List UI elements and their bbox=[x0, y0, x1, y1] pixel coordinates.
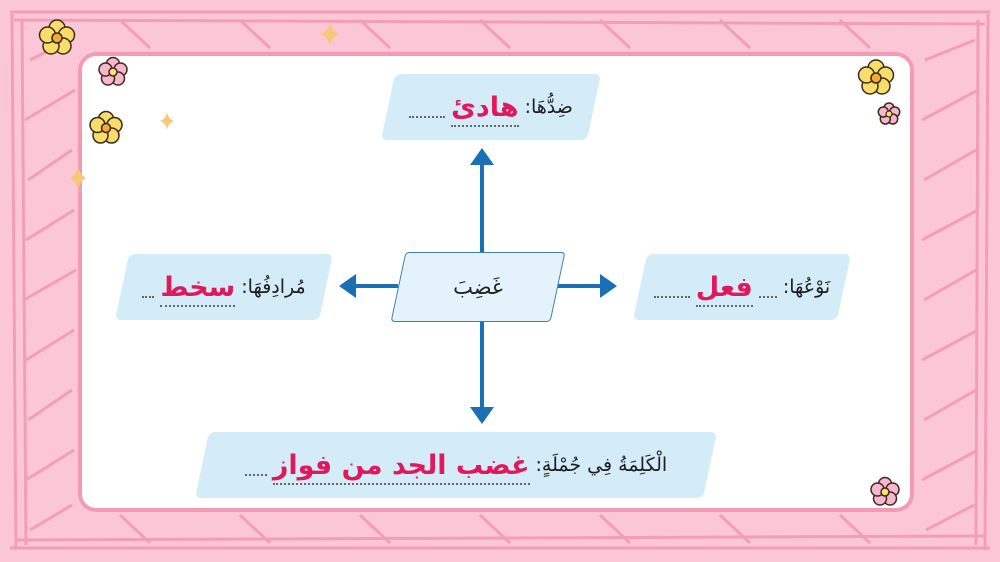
opposite-answer: هادئ bbox=[451, 91, 519, 123]
synonym-box: مُرادِفُهَا: سخط bbox=[114, 254, 334, 320]
sparkle-icon bbox=[70, 166, 86, 190]
arrow-left-head bbox=[339, 274, 356, 298]
sentence-box: الْكَلِمَةُ فِي جُمْلَةٍ: غضب الجد من فو… bbox=[194, 432, 718, 498]
sentence-answer: غضب الجد من فواز bbox=[272, 449, 530, 481]
sentence-label: الْكَلِمَةُ فِي جُمْلَةٍ: bbox=[535, 454, 668, 476]
flower-icon bbox=[857, 59, 895, 95]
opposite-label: ضِدُّهَا: bbox=[524, 96, 573, 118]
sparkle-icon bbox=[320, 22, 340, 46]
arrow-right-head bbox=[600, 274, 617, 298]
synonym-answer: سخط bbox=[160, 271, 236, 303]
flower-icon bbox=[98, 56, 128, 86]
flower-icon bbox=[89, 110, 123, 144]
flower-icon bbox=[38, 19, 76, 55]
center-word-box: غَضِبَ bbox=[390, 252, 566, 322]
type-box: نَوْعُهَا: فعل bbox=[632, 254, 852, 320]
arrow-up-head bbox=[470, 148, 494, 165]
sparkle-icon bbox=[160, 112, 174, 130]
opposite-box: ضِدُّهَا: هادئ bbox=[380, 74, 602, 140]
type-answer: فعل bbox=[695, 271, 753, 303]
flower-icon bbox=[870, 476, 900, 506]
flower-icon bbox=[877, 102, 901, 125]
arrow-down-head bbox=[470, 407, 494, 424]
center-word: غَضِبَ bbox=[453, 275, 503, 299]
type-label: نَوْعُهَا: bbox=[782, 276, 831, 298]
synonym-label: مُرادِفُهَا: bbox=[241, 276, 306, 298]
